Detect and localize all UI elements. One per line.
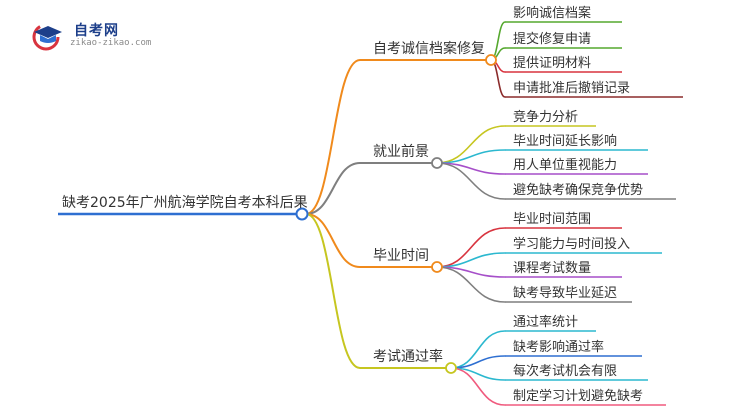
leaf-label: 毕业时间延长影响 (513, 134, 618, 149)
leaf-label: 提供证明材料 (513, 56, 592, 71)
leaf-label: 缺考影响通过率 (513, 340, 605, 355)
root-label: 缺考2025年广州航海学院自考本科后果 (62, 195, 308, 211)
branch-connector (305, 162, 361, 215)
leaf-label: 申请批准后撤销记录 (513, 81, 631, 96)
logo-brand-text: 自考网 (74, 23, 119, 39)
branch-connector (305, 213, 361, 369)
leaf-label: 制定学习计划避免缺考 (513, 389, 644, 404)
leaf-label: 通过率统计 (513, 315, 579, 330)
branch-label: 考试通过率 (373, 349, 443, 365)
leaf-label: 每次考试机会有限 (513, 364, 618, 379)
leaf-connector (436, 162, 506, 200)
branch-label: 自考诚信档案修复 (373, 41, 485, 57)
branch-node (445, 362, 457, 374)
root-node (295, 207, 309, 221)
leaf-label: 避免缺考确保竞争优势 (513, 183, 644, 198)
leaf-connector (436, 227, 506, 268)
leaf-label: 竞争力分析 (513, 110, 579, 125)
leaf-label: 毕业时间范围 (513, 212, 592, 227)
leaf-connector (436, 125, 506, 164)
leaf-label: 缺考导致毕业延迟 (513, 286, 618, 301)
site-logo: 自考网 zikao-zikao.com (30, 18, 170, 54)
leaf-label: 课程考试数量 (513, 261, 592, 276)
branch-connector (305, 59, 361, 215)
graduation-cap-icon (32, 23, 62, 51)
leaf-label: 用人单位重视能力 (513, 158, 618, 173)
branch-node (485, 54, 497, 66)
leaf-label: 学习能力与时间投入 (513, 237, 631, 252)
leaf-connector (450, 367, 506, 406)
leaf-connector (436, 266, 506, 303)
branch-node (431, 157, 443, 169)
branch-connector (305, 213, 361, 268)
branch-label: 毕业时间 (373, 248, 429, 264)
branch-label: 就业前景 (373, 144, 429, 160)
leaf-label: 影响诚信档案 (513, 6, 592, 21)
leaf-label: 提交修复申请 (513, 32, 592, 47)
branch-node (431, 261, 443, 273)
logo-url-text: zikao-zikao.com (70, 38, 152, 48)
